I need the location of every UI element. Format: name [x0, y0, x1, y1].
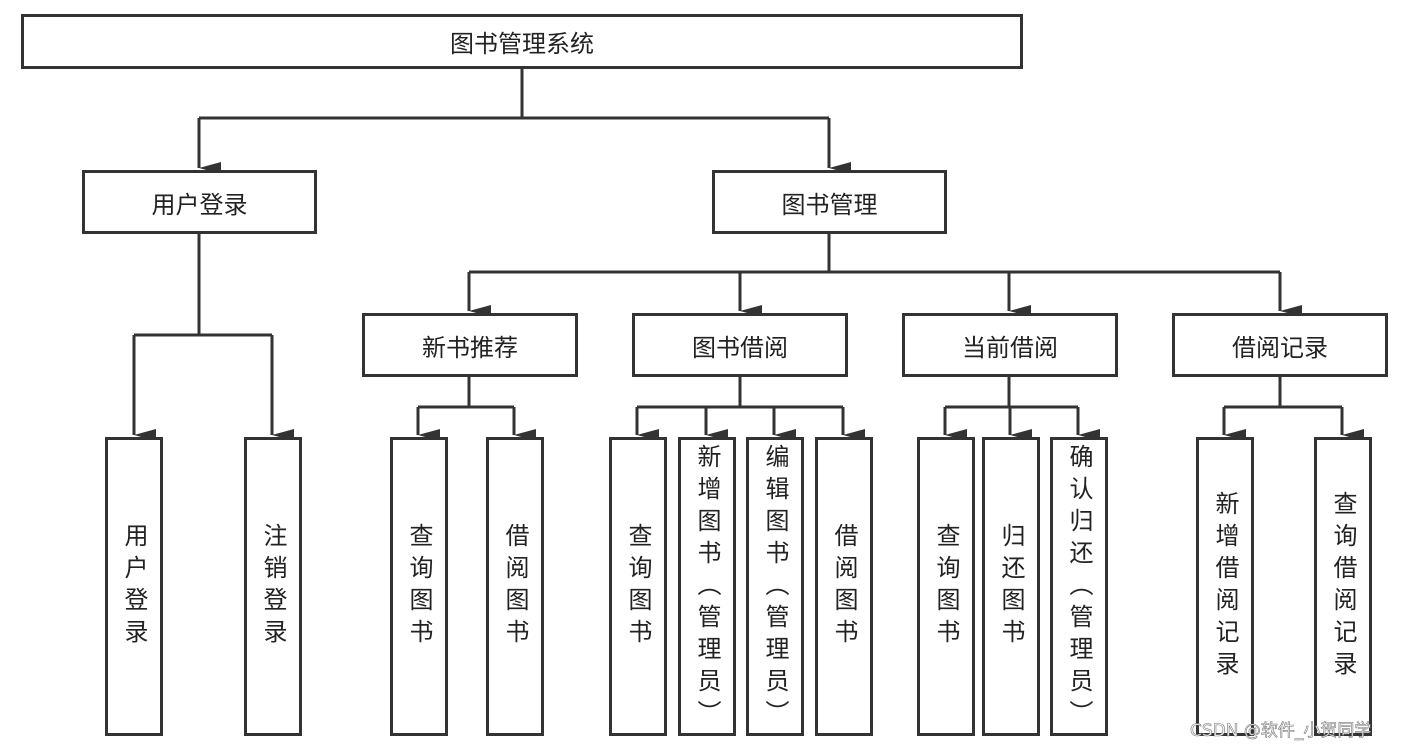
watermark: CSDN @软件_小贺同学	[1190, 721, 1372, 742]
node-add-book-admin: 新增图书（管理员）	[678, 437, 736, 736]
node-login: 用户登录	[105, 437, 163, 736]
node-return-books: 归还图书	[982, 437, 1040, 736]
node-new-books: 新书推荐	[362, 313, 578, 377]
node-current-borrow: 当前借阅	[902, 313, 1118, 377]
node-book-borrow: 图书借阅	[632, 313, 848, 377]
node-logout: 注销登录	[244, 437, 302, 736]
node-book-management: 图书管理	[712, 170, 947, 234]
node-query-books: 查询图书	[917, 437, 975, 736]
node-edit-book-admin: 编辑图书（管理员）	[746, 437, 804, 736]
node-query-borrow-record: 查询借阅记录	[1314, 437, 1372, 736]
node-borrow-books: 借阅图书	[815, 437, 873, 736]
node-confirm-return-admin: 确认归还（管理员）	[1050, 437, 1108, 736]
node-query-books: 查询图书	[390, 437, 448, 736]
node-user-login: 用户登录	[82, 170, 317, 234]
node-borrow-records: 借阅记录	[1172, 313, 1388, 377]
node-borrow-books: 借阅图书	[486, 437, 544, 736]
node-root: 图书管理系统	[21, 14, 1023, 69]
node-add-borrow-record: 新增借阅记录	[1196, 437, 1254, 736]
node-query-books: 查询图书	[609, 437, 667, 736]
